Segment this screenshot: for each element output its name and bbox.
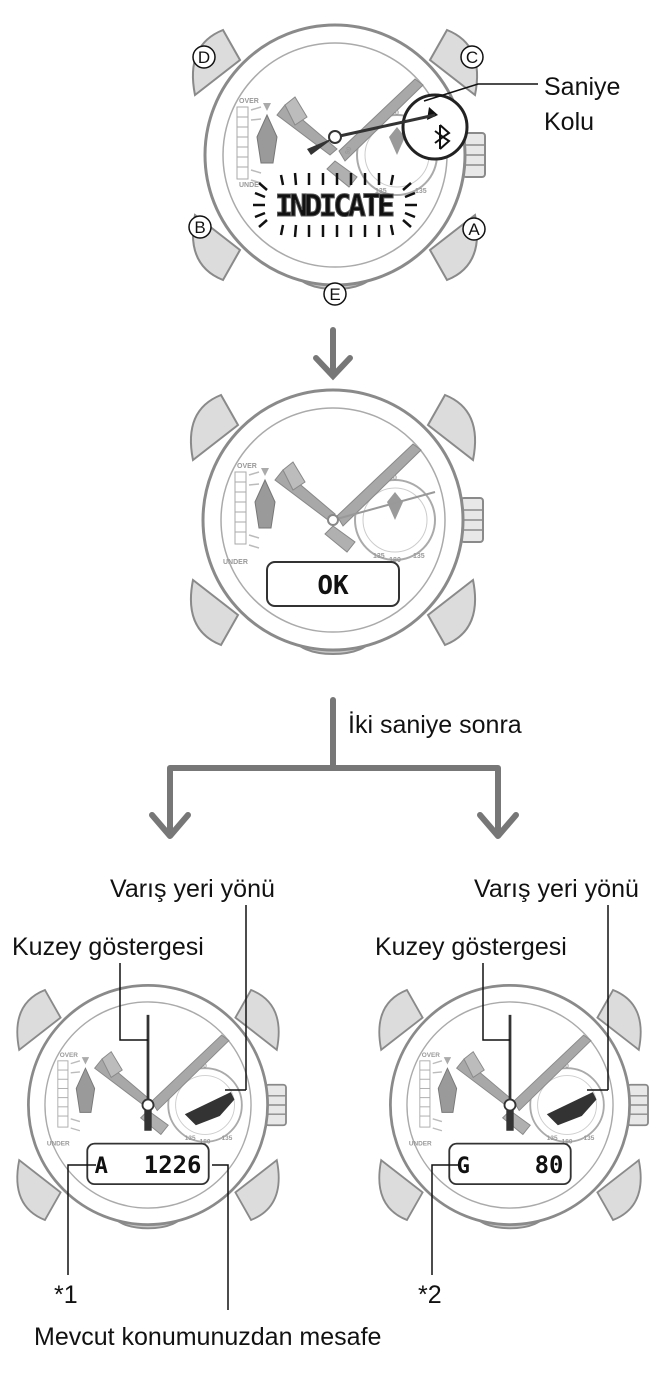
hand-pivot xyxy=(328,130,342,144)
leader-line xyxy=(119,963,148,1041)
button-d-label: D xyxy=(198,48,210,67)
dial-mark-br: 135 xyxy=(413,553,425,560)
branch-arrows xyxy=(149,697,519,839)
watch-step-indicate: 0 90 135 135 OVER UNDE xyxy=(191,23,487,291)
second-hand-highlight xyxy=(401,93,469,161)
second-hand-leader-line xyxy=(423,83,538,102)
dial-mark-bl: 135 xyxy=(375,188,387,195)
lcd-mode: A xyxy=(95,1154,108,1179)
dial-mark-bl: 135 xyxy=(373,553,385,560)
north-indicator-label-right: Kuzey göstergesi xyxy=(375,933,567,961)
button-labels: D C B A E xyxy=(188,45,486,306)
under-mark: UNDE xyxy=(239,182,259,189)
button-c-label: C xyxy=(466,48,478,67)
lcd-mode: G xyxy=(457,1154,470,1179)
destination-direction-label-right: Varış yeri yönü xyxy=(474,875,639,903)
lcd-distance: 80 xyxy=(535,1151,564,1179)
lcd-frame xyxy=(448,1142,572,1186)
note-1-label: *1 xyxy=(54,1281,78,1309)
dial-mark-top: 0 xyxy=(395,110,399,117)
dial-mark-top: 0 xyxy=(203,1063,207,1070)
destination-pointer xyxy=(184,1092,235,1126)
lcd-frame xyxy=(86,1142,210,1186)
distance-leader xyxy=(212,1164,229,1310)
lcd-distance: 1226 xyxy=(144,1151,202,1179)
blink-rays xyxy=(253,172,417,238)
dial-mark-br: 135 xyxy=(222,1135,233,1142)
dial-mark-bl: 135 xyxy=(185,1135,196,1142)
under-mark: UNDER xyxy=(409,1140,432,1147)
leader-line xyxy=(482,963,510,1041)
dial-mark-top: 0 xyxy=(393,475,397,482)
second-hand-label-1: Saniye xyxy=(544,73,620,101)
dial-mark-bottom: 180 xyxy=(389,557,401,564)
bluetooth-icon xyxy=(434,124,451,150)
dial-mark-bottom: 180 xyxy=(562,1139,573,1146)
second-hand xyxy=(332,491,436,521)
over-mark: OVER xyxy=(237,463,257,470)
note-1-leader xyxy=(67,1164,96,1275)
dial-mark-br: 135 xyxy=(415,188,427,195)
second-hand xyxy=(334,113,436,139)
note-2-leader xyxy=(431,1164,458,1275)
arrow-down-1 xyxy=(313,327,353,381)
after-two-seconds-label: İki saniye sonra xyxy=(348,710,522,739)
dial-mark-br: 135 xyxy=(584,1135,595,1142)
distance-label: Mevcut konumunuzdan mesafe xyxy=(34,1323,381,1351)
dial-mark-left: 90 xyxy=(344,146,353,156)
over-mark: OVER xyxy=(239,98,259,105)
watch-step-ok: 0 135 180 135 OVER UNDER OK xyxy=(189,388,485,656)
under-mark: UNDER xyxy=(47,1140,70,1147)
watch-result-left: 0 135 180 135 OVER UNDER A 1226 xyxy=(15,984,288,1230)
under-mark: UNDER xyxy=(223,559,248,566)
note-2-label: *2 xyxy=(418,1281,442,1309)
button-b-label: B xyxy=(194,218,205,237)
dial-mark-top: 0 xyxy=(565,1063,569,1070)
dial-mark-bl: 135 xyxy=(547,1135,558,1142)
destination-direction-label-left: Varış yeri yönü xyxy=(110,875,275,903)
destination-pointer xyxy=(546,1092,597,1126)
dial-mark-bottom: 180 xyxy=(200,1139,211,1146)
over-mark: OVER xyxy=(60,1052,79,1059)
second-hand-label-2: Kolu xyxy=(544,108,594,136)
button-e-label: E xyxy=(329,285,340,304)
lcd-indicate: INDICATE xyxy=(275,189,395,224)
over-mark: OVER xyxy=(422,1052,441,1059)
lcd-ok: OK xyxy=(317,571,349,601)
lcd-frame xyxy=(266,561,400,607)
north-indicator-label-left: Kuzey göstergesi xyxy=(12,933,204,961)
watch-result-right: 0 135 180 135 OVER UNDER G 80 xyxy=(377,984,650,1230)
button-a-label: A xyxy=(468,220,480,239)
